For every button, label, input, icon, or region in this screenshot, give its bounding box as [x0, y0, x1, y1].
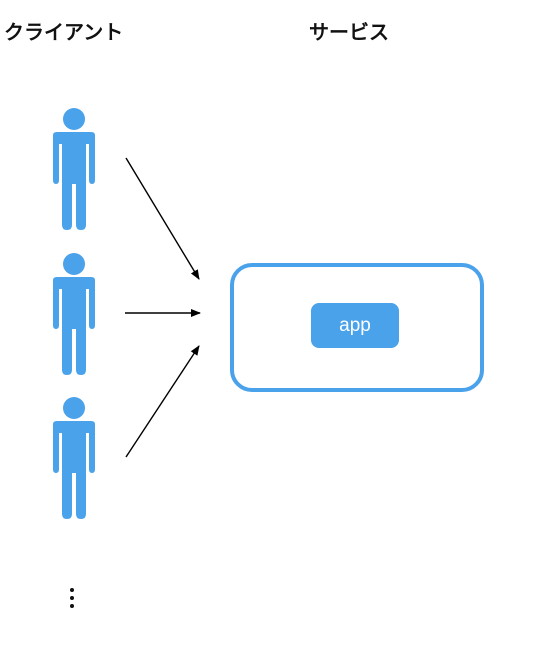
arrow-bottom — [125, 345, 200, 458]
app-badge: app — [311, 303, 399, 348]
vertical-ellipsis-icon — [70, 588, 74, 608]
service-container — [230, 263, 484, 392]
person-icon — [53, 253, 95, 375]
arrow-top — [125, 157, 200, 280]
person-icon — [53, 108, 95, 230]
service-heading: サービス — [309, 20, 389, 44]
person-icon — [53, 397, 95, 519]
client-heading: クライアント — [4, 20, 124, 44]
